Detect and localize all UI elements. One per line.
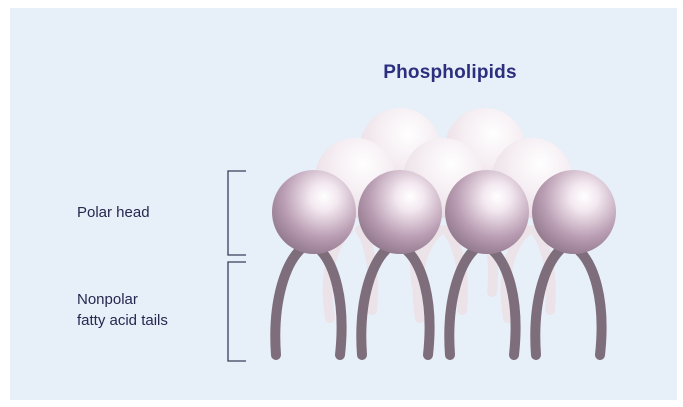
label-brackets: [228, 171, 246, 361]
front-head: [358, 170, 442, 254]
front-head: [532, 170, 616, 254]
bracket-polar-head: [228, 171, 246, 255]
front-head: [272, 170, 356, 254]
front-tail: [576, 248, 602, 355]
front-tail: [275, 248, 302, 355]
front-head: [445, 170, 529, 254]
bracket-fatty-acid-tails: [228, 262, 246, 361]
